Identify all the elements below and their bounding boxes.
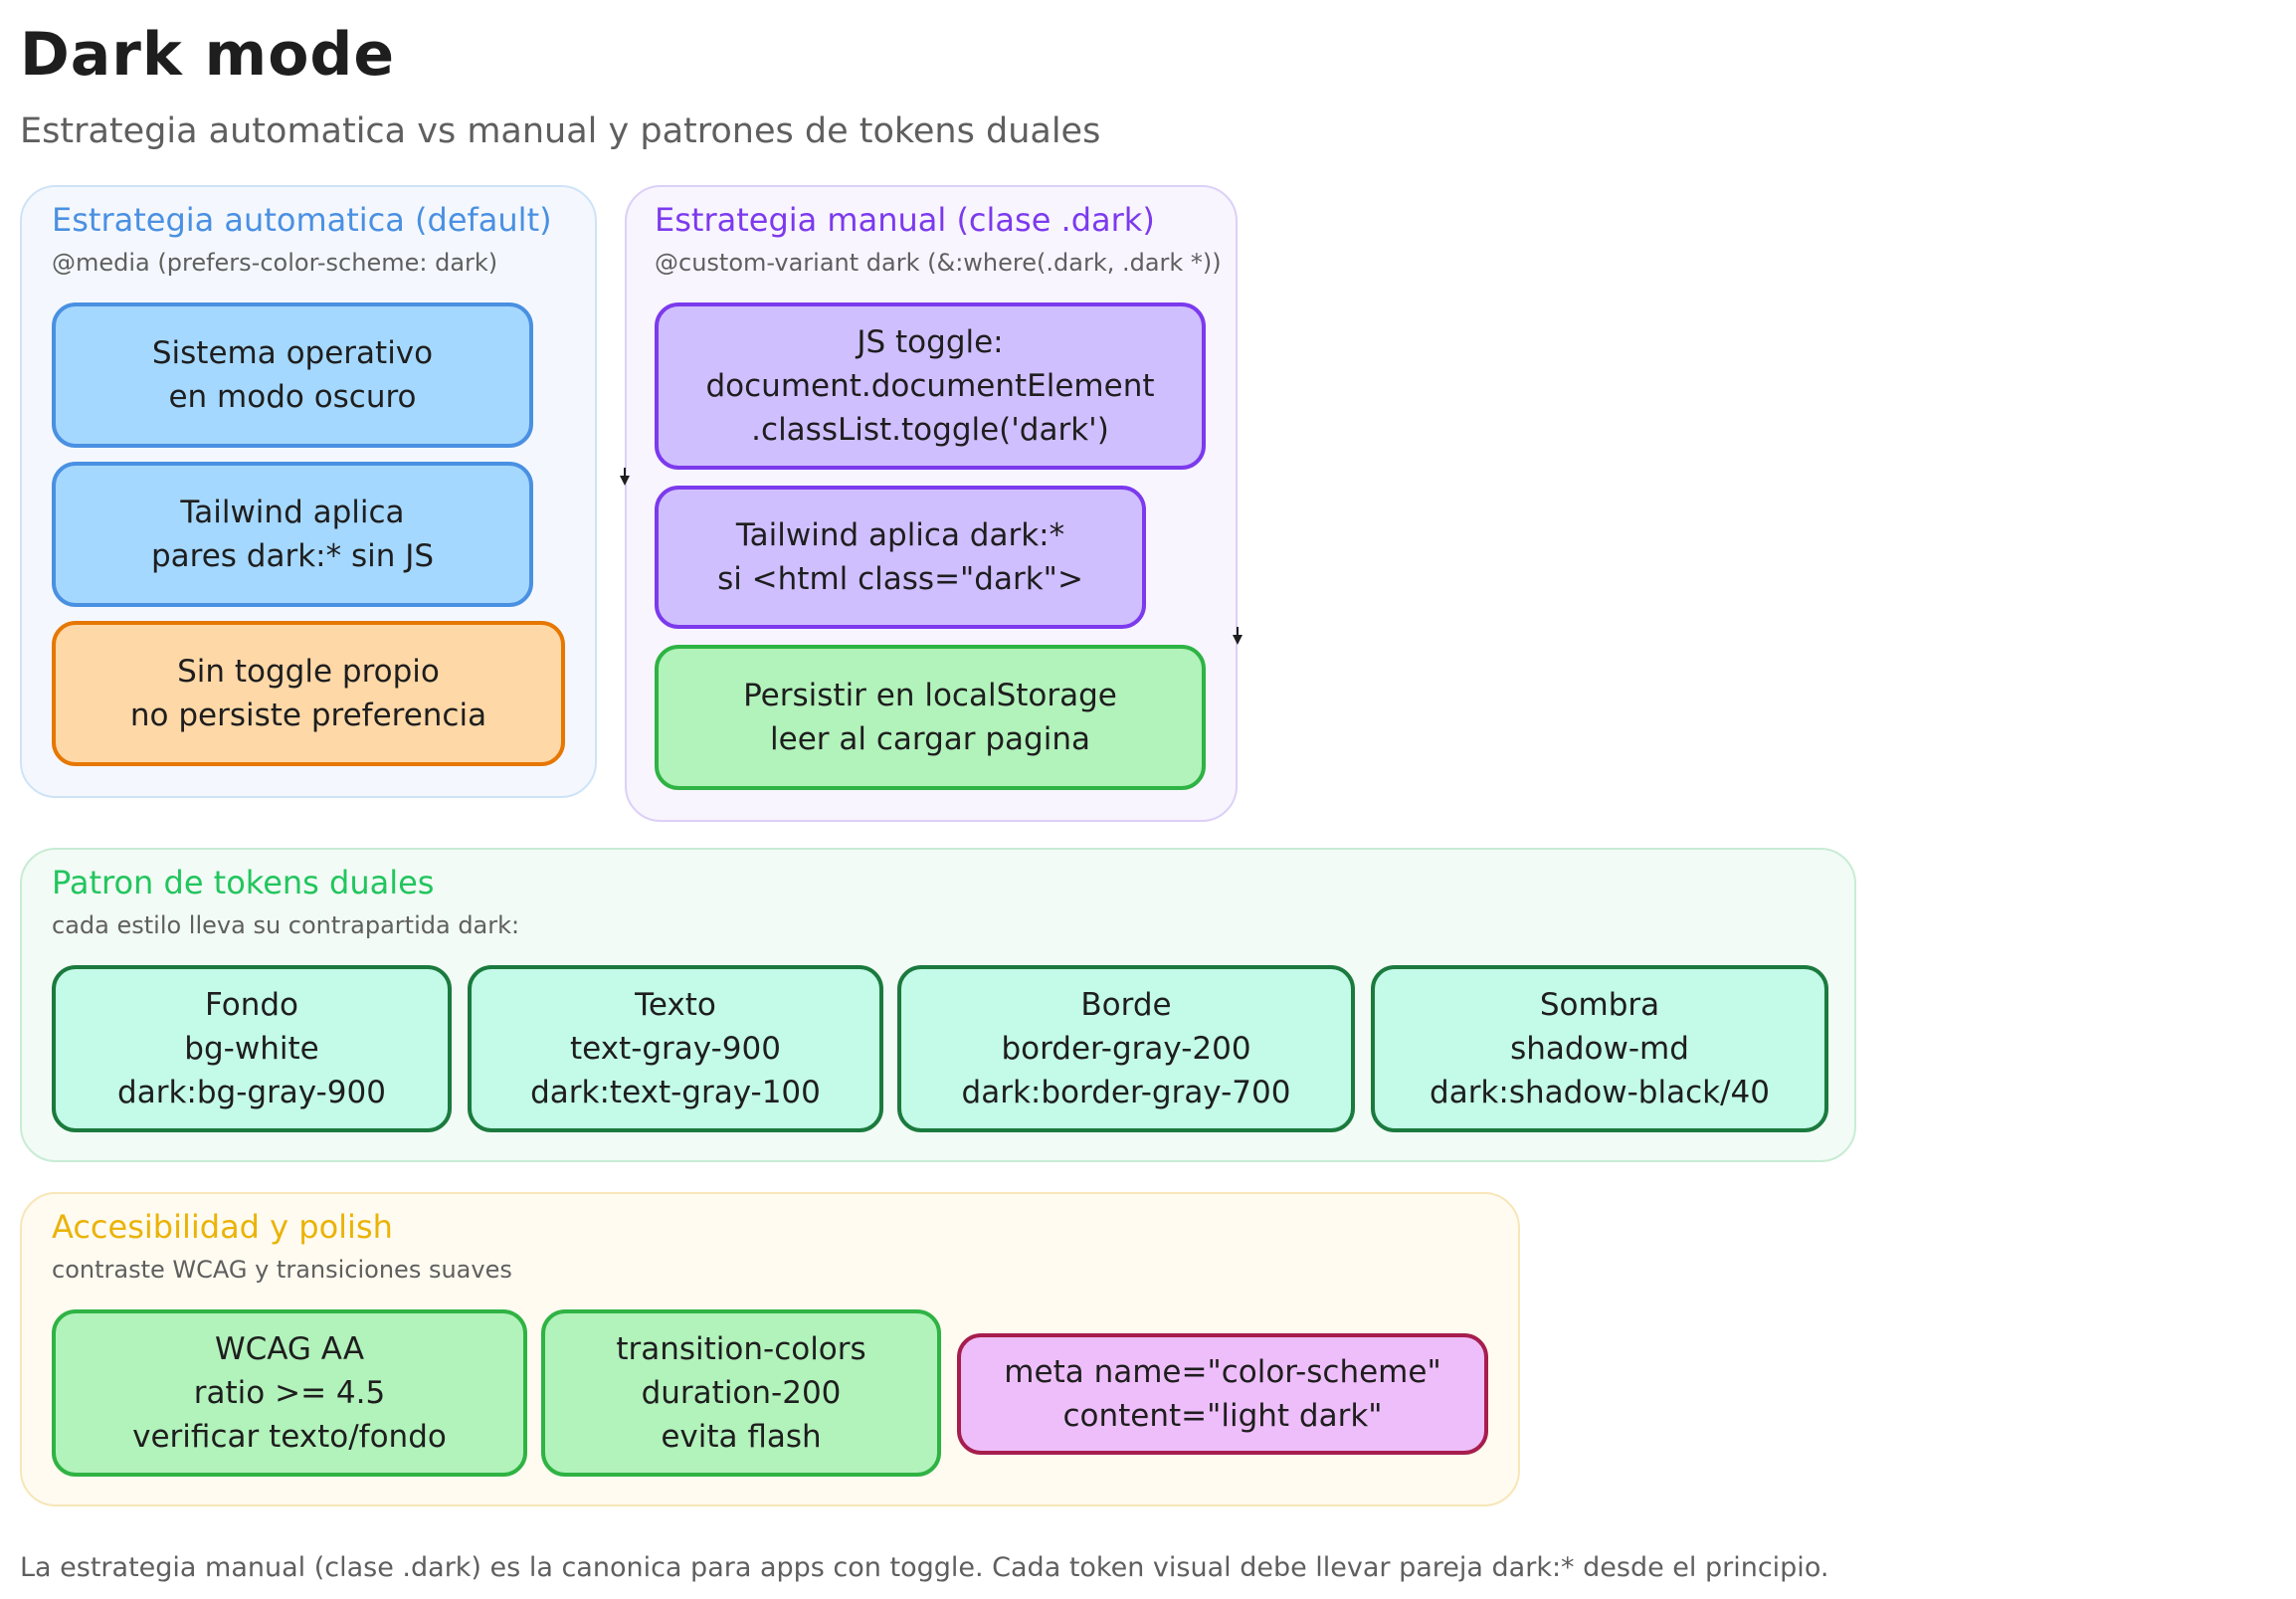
node-os-dark-mode-label: Sistema operativo en modo oscuro <box>151 335 434 415</box>
group-tokens-title: Patron de tokens duales <box>52 864 435 901</box>
node-token-sombra-label: Sombra shadow-md dark:shadow-black/40 <box>1430 987 1770 1110</box>
node-persist-localstorage-label: Persistir en localStorage leer al cargar… <box>743 678 1117 757</box>
group-manual-title: Estrategia manual (clase .dark) <box>655 201 1155 239</box>
page-title: Dark mode <box>20 20 396 90</box>
node-js-toggle: JS toggle: document.documentElement .cla… <box>655 302 1206 470</box>
node-meta-color-scheme: meta name="color-scheme" content="light … <box>957 1333 1488 1455</box>
node-wcag-aa: WCAG AA ratio >= 4.5 verificar texto/fon… <box>52 1309 527 1477</box>
node-js-toggle-label: JS toggle: document.documentElement .cla… <box>705 324 1155 448</box>
node-wcag-aa-label: WCAG AA ratio >= 4.5 verificar texto/fon… <box>132 1331 447 1455</box>
node-token-texto-label: Texto text-gray-900 dark:text-gray-100 <box>530 987 821 1110</box>
node-transition-colors-label: transition-colors duration-200 evita fla… <box>616 1331 866 1455</box>
node-tailwind-auto: Tailwind aplica pares dark:* sin JS <box>52 462 533 607</box>
node-token-fondo: Fondo bg-white dark:bg-gray-900 <box>52 965 452 1132</box>
footer-note: La estrategia manual (clase .dark) es la… <box>20 1552 1829 1583</box>
node-persist-localstorage: Persistir en localStorage leer al cargar… <box>655 645 1206 790</box>
arrow-marker-left <box>624 468 626 476</box>
group-tokens-subtitle: cada estilo lleva su contrapartida dark: <box>52 911 520 939</box>
node-token-fondo-label: Fondo bg-white dark:bg-gray-900 <box>117 987 386 1110</box>
node-token-borde: Borde border-gray-200 dark:border-gray-7… <box>897 965 1355 1132</box>
group-auto-title: Estrategia automatica (default) <box>52 201 552 239</box>
group-a11y-title: Accesibilidad y polish <box>52 1208 393 1246</box>
group-auto-subtitle: @media (prefers-color-scheme: dark) <box>52 249 498 277</box>
node-tailwind-manual-label: Tailwind aplica dark:* si <html class="d… <box>717 517 1083 597</box>
node-transition-colors: transition-colors duration-200 evita fla… <box>541 1309 941 1477</box>
node-tailwind-auto-label: Tailwind aplica pares dark:* sin JS <box>150 495 435 574</box>
node-token-sombra: Sombra shadow-md dark:shadow-black/40 <box>1371 965 1828 1132</box>
node-token-borde-label: Borde border-gray-200 dark:border-gray-7… <box>961 987 1291 1110</box>
page-subtitle: Estrategia automatica vs manual y patron… <box>20 111 1101 151</box>
node-meta-color-scheme-label: meta name="color-scheme" content="light … <box>1004 1354 1441 1434</box>
node-token-texto: Texto text-gray-900 dark:text-gray-100 <box>468 965 883 1132</box>
arrow-down-icon <box>620 476 630 486</box>
group-manual-subtitle: @custom-variant dark (&:where(.dark, .da… <box>655 249 1222 277</box>
arrow-down-icon <box>1233 635 1243 645</box>
node-os-dark-mode: Sistema operativo en modo oscuro <box>52 302 533 448</box>
group-a11y-subtitle: contraste WCAG y transiciones suaves <box>52 1256 512 1284</box>
node-no-toggle-label: Sin toggle propio no persiste preferenci… <box>129 654 487 733</box>
node-no-toggle: Sin toggle propio no persiste preferenci… <box>52 621 565 766</box>
node-tailwind-manual: Tailwind aplica dark:* si <html class="d… <box>655 486 1146 629</box>
arrow-marker-right <box>1237 627 1239 635</box>
